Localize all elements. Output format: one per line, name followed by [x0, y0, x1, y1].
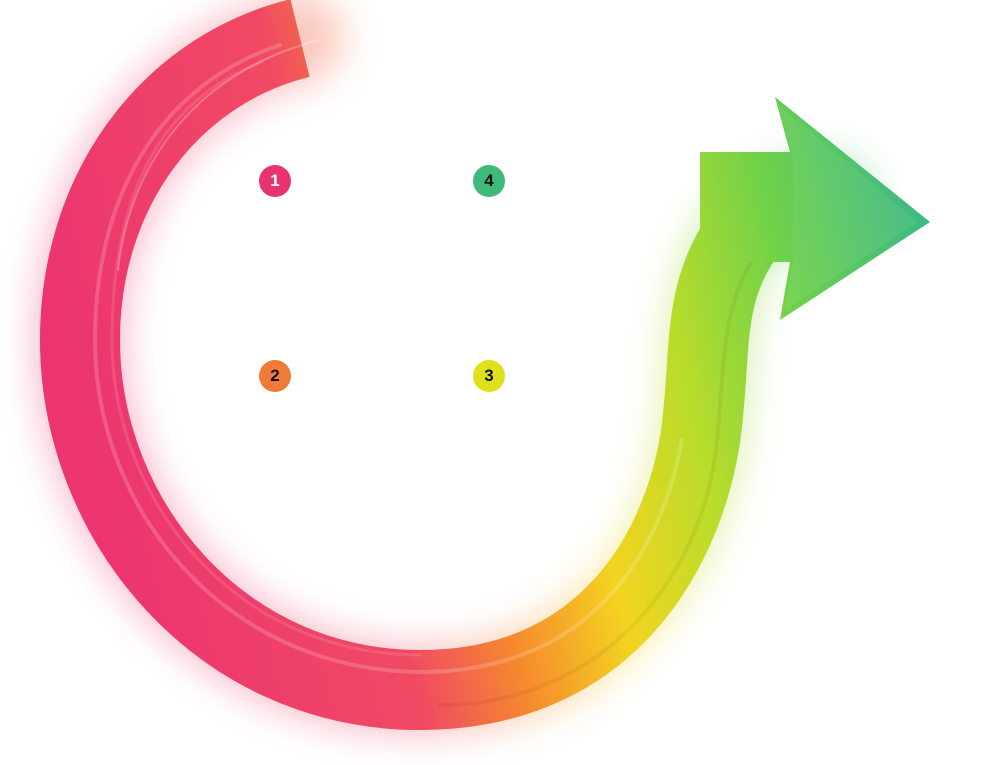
arrow-label: RE	[810, 86, 839, 108]
step-badge-1: 1	[259, 165, 291, 197]
arrow-head-highlight	[778, 104, 918, 310]
arrow-head	[700, 97, 930, 320]
step-badge-4: 4	[473, 165, 505, 197]
brush-streaks	[92, 39, 762, 707]
arrow-body	[39, 0, 832, 731]
step-number: 3	[484, 366, 494, 385]
step-number: 1	[270, 171, 280, 190]
step-badge-2: 2	[259, 360, 291, 392]
step-number: 2	[270, 366, 280, 385]
step-number: 4	[484, 171, 494, 190]
step-badge-3: 3	[473, 360, 505, 392]
